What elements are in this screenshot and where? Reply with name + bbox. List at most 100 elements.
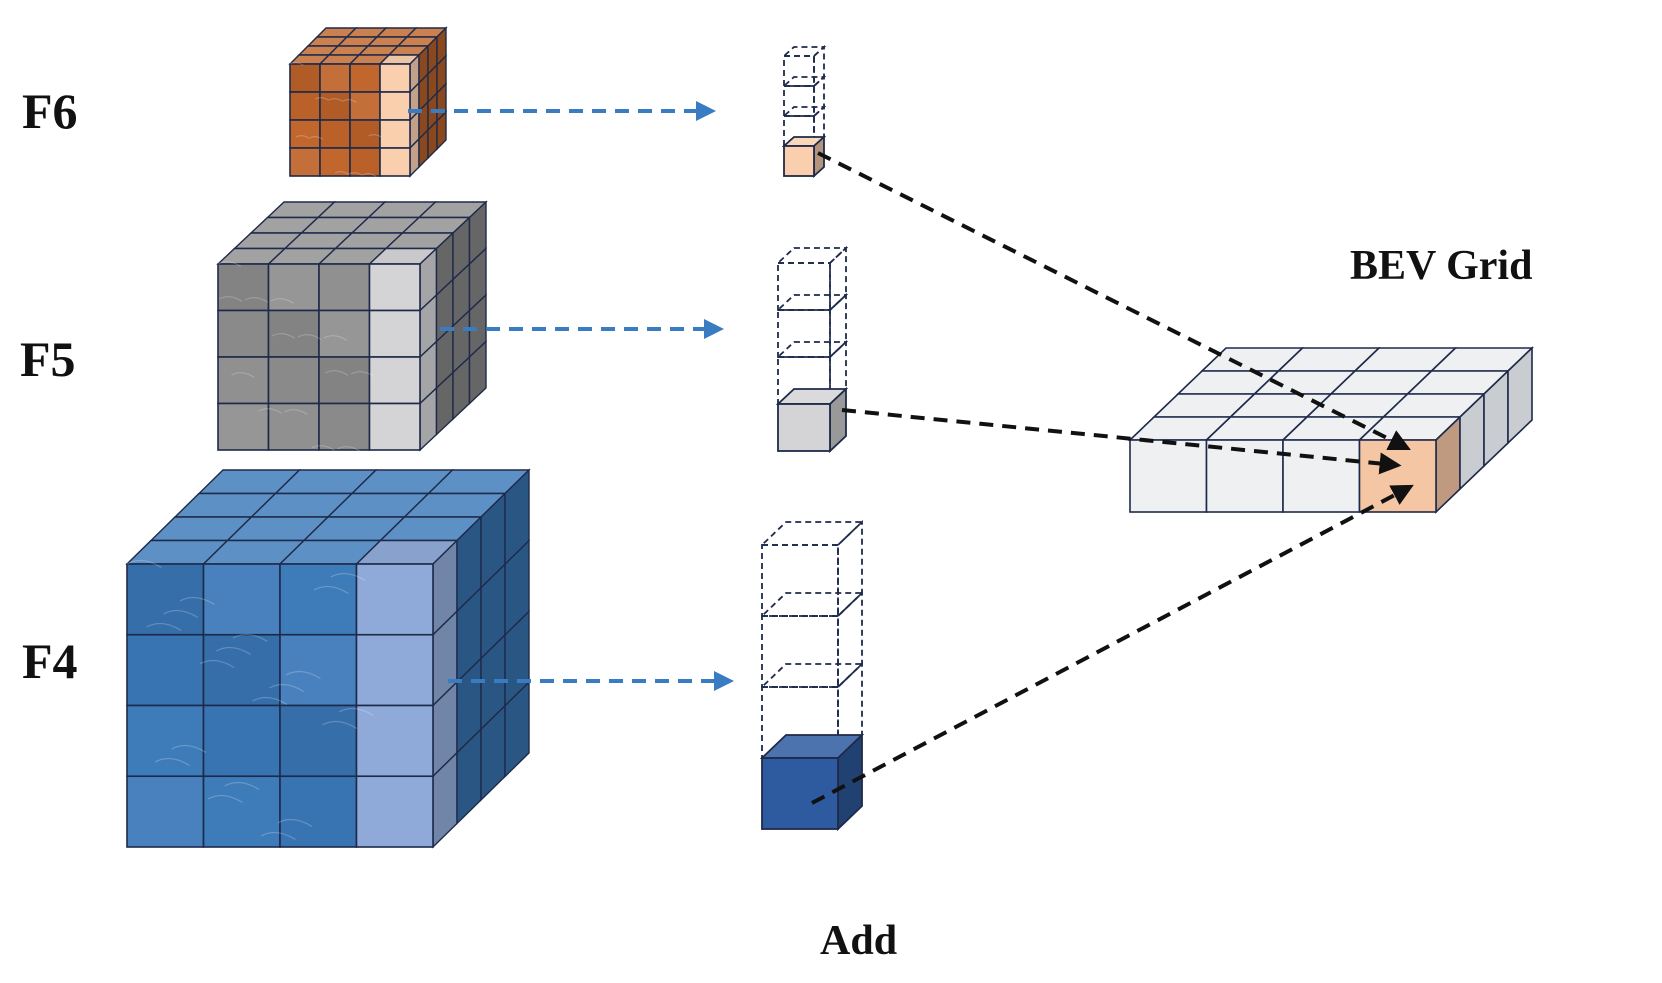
- texture-streak: [324, 370, 349, 376]
- front-cell: [126, 563, 205, 636]
- texture-streak: [348, 172, 363, 176]
- texture-streak: [271, 333, 296, 339]
- front-cell: [289, 91, 321, 121]
- front-cell: [319, 147, 351, 177]
- cube-front: [761, 544, 839, 617]
- texture-streak: [323, 335, 348, 341]
- texture-streak: [217, 261, 242, 267]
- texture-streak: [368, 134, 383, 138]
- front-cell: [368, 263, 421, 312]
- front-cell: [279, 633, 358, 707]
- front-cell: [379, 91, 411, 121]
- front-cell: [289, 119, 321, 149]
- texture-streak: [126, 559, 162, 569]
- f5-feature-cube: [216, 200, 488, 452]
- front-cell: [355, 775, 434, 848]
- side-cell: [436, 110, 447, 151]
- front-cell: [368, 402, 421, 451]
- front-cell: [368, 356, 421, 405]
- texture-streak: [362, 173, 377, 177]
- cube-front: [777, 309, 831, 358]
- front-cell: [318, 263, 371, 312]
- front-cell: [126, 633, 205, 707]
- bev-front-cell: [1129, 439, 1208, 513]
- texture-streak: [258, 408, 282, 414]
- texture-streak: [218, 296, 243, 302]
- texture-streak: [154, 757, 190, 767]
- cube-side: [829, 292, 847, 360]
- texture-streak: [277, 818, 313, 828]
- front-cell: [289, 147, 321, 177]
- front-cell: [126, 704, 205, 778]
- dashed-voxel: [781, 44, 827, 89]
- cube-side: [837, 519, 863, 619]
- filled-voxel: [759, 732, 865, 832]
- front-cell: [379, 63, 411, 93]
- texture-streak: [309, 136, 324, 140]
- texture-streak: [295, 135, 310, 139]
- texture-streak: [342, 99, 357, 103]
- texture-streak: [244, 297, 269, 303]
- front-cell: [289, 63, 321, 93]
- texture-streak: [315, 97, 330, 101]
- front-cell: [368, 309, 421, 358]
- texture-streak: [270, 298, 295, 304]
- dashed-voxel: [759, 590, 865, 690]
- projection-line: [811, 484, 1414, 805]
- side-cell: [504, 680, 530, 779]
- cube-top: [759, 592, 865, 617]
- texture-streak: [322, 720, 358, 730]
- cube-side: [813, 44, 825, 89]
- bev-grid: [1128, 346, 1534, 514]
- texture-streak: [260, 831, 296, 841]
- texture-streak: [334, 171, 349, 175]
- filled-voxel: [781, 134, 827, 179]
- texture-streak: [232, 633, 268, 643]
- texture-streak: [231, 372, 255, 378]
- front-cell: [349, 91, 381, 121]
- f4-feature-cube: [125, 468, 531, 849]
- front-cell: [279, 563, 358, 636]
- side-cell: [468, 339, 487, 406]
- cube-top: [775, 247, 849, 264]
- projection-line: [841, 408, 1402, 475]
- front-cell: [217, 263, 270, 312]
- cube-top: [775, 294, 849, 311]
- cube-side: [813, 74, 825, 119]
- texture-streak: [330, 572, 366, 582]
- front-cell: [355, 633, 434, 707]
- texture-streak: [207, 794, 243, 804]
- front-cell: [318, 356, 371, 405]
- cube-side: [829, 245, 847, 313]
- bev-grid-label: BEV Grid: [1350, 243, 1533, 289]
- texture-streak: [163, 609, 199, 619]
- cube-top: [759, 521, 865, 546]
- f4-label: F4: [22, 633, 78, 689]
- cube-front: [777, 262, 831, 311]
- front-cell: [319, 119, 351, 149]
- bev-front-cell: [1282, 439, 1361, 513]
- texture-streak: [297, 334, 322, 340]
- cube-front: [761, 615, 839, 688]
- texture-streak: [146, 622, 182, 632]
- add-label: Add: [820, 918, 898, 964]
- cube-side: [829, 339, 847, 407]
- cube-front: [783, 145, 815, 177]
- cube-top: [759, 663, 865, 688]
- cube-top: [775, 341, 849, 358]
- front-cell: [355, 563, 434, 636]
- front-cell: [349, 63, 381, 93]
- texture-streak: [284, 409, 308, 415]
- texture-streak: [313, 585, 349, 595]
- bev-target-cell: [1358, 439, 1437, 513]
- front-cell: [267, 263, 320, 312]
- texture-streak: [289, 62, 304, 66]
- front-cell: [202, 633, 281, 707]
- front-cell: [279, 775, 358, 848]
- texture-streak: [199, 659, 235, 669]
- cube-side: [837, 590, 863, 690]
- texture-streak: [216, 646, 252, 656]
- texture-streak: [311, 445, 335, 451]
